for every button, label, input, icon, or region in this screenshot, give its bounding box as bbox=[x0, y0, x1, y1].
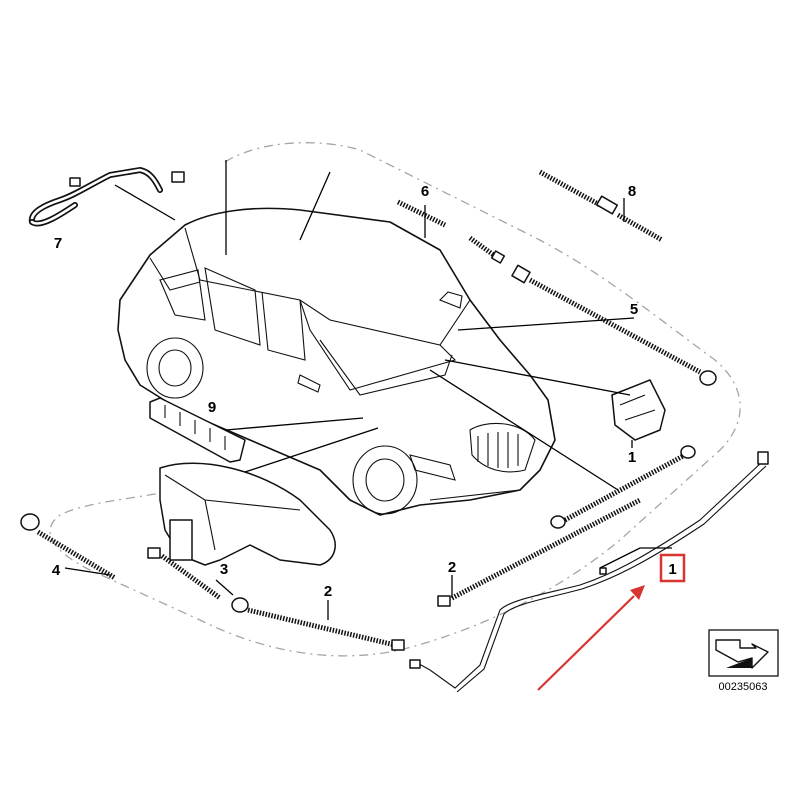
part-5-line bbox=[511, 264, 717, 386]
leader-lines bbox=[64, 160, 672, 620]
part-2-line-right bbox=[437, 497, 642, 607]
part-3-line bbox=[147, 547, 222, 601]
callout-3: 3 bbox=[220, 561, 228, 578]
vehicle-outline bbox=[117, 207, 556, 516]
svg-text:8: 8 bbox=[628, 183, 636, 200]
callout-8: 8 bbox=[628, 183, 636, 200]
callout-1-upper: 1 bbox=[628, 449, 636, 466]
part-6-spiral-line bbox=[396, 199, 506, 264]
washer-reservoir bbox=[159, 462, 336, 566]
orientation-arrow-icon bbox=[708, 629, 779, 677]
callout-2-left: 2 bbox=[324, 583, 332, 600]
callout-4: 4 bbox=[52, 562, 61, 579]
svg-text:1: 1 bbox=[668, 561, 676, 578]
svg-text:6: 6 bbox=[421, 183, 429, 200]
svg-text:4: 4 bbox=[52, 562, 61, 579]
svg-text:2: 2 bbox=[448, 559, 456, 576]
svg-text:7: 7 bbox=[54, 235, 62, 252]
svg-text:3: 3 bbox=[220, 561, 228, 578]
callout-1-highlighted: 1 bbox=[659, 553, 686, 583]
document-number: 00235063 bbox=[719, 681, 768, 693]
callout-6: 6 bbox=[421, 183, 429, 200]
highlight-box bbox=[659, 553, 686, 583]
part-4-line bbox=[20, 513, 117, 581]
part-7-hose bbox=[28, 166, 185, 227]
callout-7: 7 bbox=[54, 235, 62, 252]
svg-text:2: 2 bbox=[324, 583, 332, 600]
part-1-valve-unit bbox=[611, 379, 666, 441]
part-2-line-left bbox=[231, 597, 405, 651]
callout-2-right: 2 bbox=[448, 559, 456, 576]
part-8-rod bbox=[538, 169, 664, 243]
assembly-boundary bbox=[49, 142, 741, 657]
svg-text:1: 1 bbox=[628, 449, 636, 466]
callout-9: 9 bbox=[208, 399, 216, 416]
callout-5: 5 bbox=[630, 301, 638, 318]
part-coil-center bbox=[550, 445, 696, 529]
svg-text:9: 9 bbox=[208, 399, 216, 416]
part-9-bracket bbox=[149, 397, 246, 463]
svg-text:5: 5 bbox=[630, 301, 638, 318]
part-1-hose-line bbox=[409, 451, 769, 693]
red-pointer-arrow bbox=[537, 585, 645, 691]
